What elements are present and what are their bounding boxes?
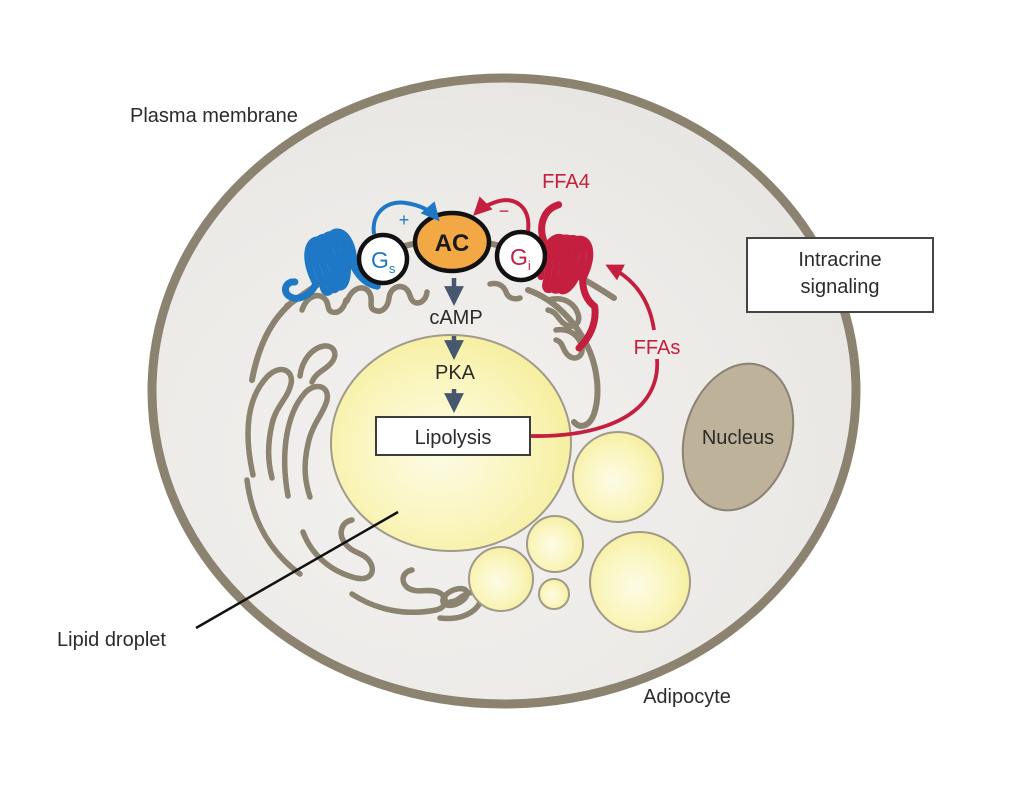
gs-subscript: s (389, 261, 396, 276)
nucleus: Nucleus (681, 362, 795, 512)
plasma-membrane-label: Plasma membrane (130, 105, 298, 127)
lipid-droplet-small (572, 431, 664, 523)
gi-protein: Gi (494, 229, 548, 283)
camp-label: cAMP (429, 307, 482, 329)
lipolysis-label: Lipolysis (415, 427, 492, 449)
gi-letter: G (510, 244, 528, 270)
stimulation-arrow: + (371, 200, 440, 235)
intracrine-signaling-box: Intracrine signaling (746, 237, 934, 313)
endoplasmic-reticulum (244, 296, 585, 622)
ffas-feedback-arrow: FFAs (530, 264, 681, 438)
lipid-droplet-small (538, 578, 570, 610)
signaling-cascade: cAMP PKA Lipolysis (375, 278, 531, 456)
adipocyte-label: Adipocyte (643, 686, 731, 708)
ac-label: AC (435, 230, 470, 257)
stimulatory-gpcr-icon (282, 228, 381, 302)
lipid-droplet-pointer-line (195, 510, 399, 630)
ffas-label: FFAs (634, 337, 681, 359)
plus-sign: + (399, 210, 410, 230)
svg-text:Gs: Gs (371, 247, 396, 276)
intracrine-line2: signaling (801, 276, 880, 298)
gs-protein: Gs (356, 232, 410, 286)
gs-letter: G (371, 247, 389, 273)
svg-text:Gi: Gi (510, 244, 531, 273)
inhibition-arrow: − (473, 196, 531, 232)
lipolysis-box (375, 416, 531, 456)
pka-label: PKA (435, 362, 476, 384)
nucleus-label: Nucleus (702, 427, 774, 449)
minus-sign: − (499, 201, 510, 221)
ffa4-receptor-icon (537, 201, 599, 352)
lipid-droplet-small (526, 515, 584, 573)
ffa4-label: FFA4 (542, 171, 590, 193)
intracrine-line1: Intracrine (798, 249, 881, 271)
gi-subscript: i (528, 258, 531, 273)
lipid-droplet-small (468, 546, 534, 612)
adenylyl-cyclase: AC (412, 210, 492, 274)
lipid-droplet-small (589, 531, 691, 633)
lipid-droplet-label: Lipid droplet (57, 629, 166, 651)
